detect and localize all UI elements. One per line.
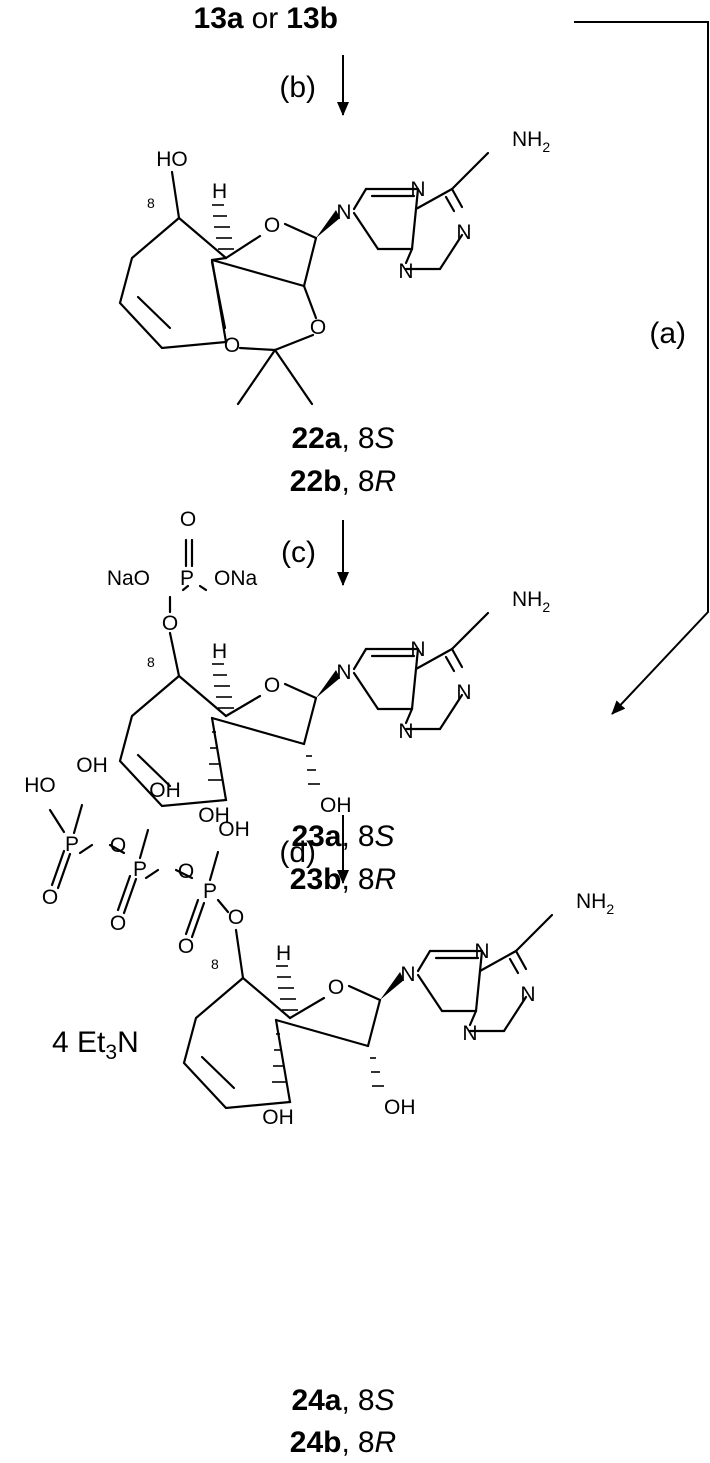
salt-label: 4 Et3N xyxy=(52,1026,139,1064)
step-d-label: (d) xyxy=(279,836,316,869)
s22-o-left: O xyxy=(224,334,240,357)
s23-oh-tertiary: OH xyxy=(198,804,230,827)
start-13b: 13b xyxy=(286,2,338,35)
s24-nh2: NH2 xyxy=(576,890,614,917)
s24-pa: P xyxy=(203,880,217,903)
s24-n1: N xyxy=(520,983,535,1006)
label-24a: 24a,8S xyxy=(291,1384,394,1417)
s24-o-link: O xyxy=(228,906,244,929)
s22-n1: N xyxy=(456,221,471,244)
structure-22 xyxy=(118,151,490,406)
s23-p-oxo: O xyxy=(180,508,196,531)
s22-oh: HO xyxy=(156,148,188,171)
s24-oh-pg: OH xyxy=(76,754,108,777)
step-b-label: (b) xyxy=(279,71,316,104)
s22-n3: N xyxy=(398,260,413,283)
s23-n7: N xyxy=(410,638,425,661)
s24-pb: P xyxy=(133,858,147,881)
s23-p: P xyxy=(180,567,194,590)
s24-ring-o: O xyxy=(328,976,344,999)
s22-nh2: NH2 xyxy=(512,128,550,155)
s24-oh-secondary: OH xyxy=(384,1096,416,1119)
s23-n1: N xyxy=(456,681,471,704)
s22-n9: N xyxy=(336,201,351,224)
s24-oh-tertiary: OH xyxy=(262,1106,294,1129)
label-23b: 23b,8R xyxy=(290,863,396,896)
start-13a: 13a xyxy=(194,2,244,35)
step-c-label: (c) xyxy=(281,536,316,569)
s24-n3: N xyxy=(462,1022,477,1045)
s24-pos8: 8 xyxy=(211,956,219,972)
structure-23 xyxy=(118,538,490,808)
label-24b: 24b,8R xyxy=(290,1426,396,1459)
s23-ona-left: NaO xyxy=(107,567,150,590)
s22-o-right: O xyxy=(310,316,326,339)
s24-oh-pa: OH xyxy=(218,818,250,841)
start-or: or xyxy=(252,2,279,35)
s24-ho-terminal: HO xyxy=(24,774,56,797)
arrow-step-a xyxy=(574,21,709,715)
s23-n3: N xyxy=(398,720,413,743)
s23-ona-right: ONa xyxy=(214,567,258,590)
label-22b: 22b,8R xyxy=(290,465,396,498)
s24-pa-oxo: O xyxy=(178,935,194,958)
s24-n9: N xyxy=(400,963,415,986)
structure-24 xyxy=(48,803,554,1110)
s24-o-bridge-2: O xyxy=(178,860,194,883)
s22-ring-o: O xyxy=(264,214,280,237)
s23-h: H xyxy=(212,640,227,663)
s23-ring-o: O xyxy=(264,674,280,697)
s24-pg: P xyxy=(65,833,79,856)
s24-o-bridge-1: O xyxy=(110,834,126,857)
label-22a: 22a,8S xyxy=(291,422,394,455)
s24-pg-oxo: O xyxy=(42,886,58,909)
s23-o-link: O xyxy=(162,612,178,635)
s24-h: H xyxy=(276,942,291,965)
s24-oh-pb: OH xyxy=(149,779,181,802)
s23-pos8: 8 xyxy=(147,654,155,670)
s24-pb-oxo: O xyxy=(110,912,126,935)
s23-n9: N xyxy=(336,661,351,684)
label-23a: 23a,8S xyxy=(291,820,394,853)
s24-n7: N xyxy=(474,940,489,963)
s23-oh-secondary: OH xyxy=(320,794,352,817)
s22-h: H xyxy=(212,180,227,203)
s22-n7: N xyxy=(410,178,425,201)
step-a-label: (a) xyxy=(649,317,686,350)
s22-pos8: 8 xyxy=(147,195,155,211)
s23-nh2: NH2 xyxy=(512,588,550,615)
